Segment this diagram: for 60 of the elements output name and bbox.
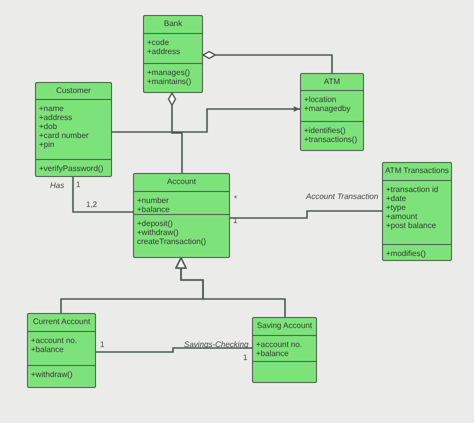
method-text: +withdraw() [31, 370, 73, 379]
attribute-text: +balance [256, 349, 289, 358]
connector [72, 177, 133, 213]
attribute-text: +type [386, 203, 406, 212]
class-name: ATM [324, 77, 340, 86]
connector [168, 92, 183, 173]
attribute-text: +transaction id [386, 185, 438, 194]
attribute-text: +address [147, 47, 180, 56]
connector [175, 257, 286, 317]
class-name: Bank [164, 19, 182, 28]
attribute-text: +card number [39, 131, 89, 140]
method-text: +transactions() [304, 135, 358, 144]
class-box [133, 173, 230, 258]
class-box [300, 73, 364, 151]
class-name: Account [167, 177, 196, 186]
attribute-text: +balance [31, 345, 64, 354]
edge-label: Savings-Checking [184, 340, 248, 349]
class-box [252, 317, 317, 383]
method-text: +verifyPassword() [39, 164, 104, 173]
multiplicity-label: 1 [233, 216, 238, 225]
edge-label: Has [50, 181, 64, 190]
method-text: +deposit() [137, 219, 173, 228]
method-text: +maintains() [147, 77, 192, 86]
method-text: +withdraw() [137, 228, 179, 237]
attribute-text: +name [39, 104, 64, 113]
connector [230, 210, 382, 219]
class-box [27, 313, 96, 388]
class-box [143, 15, 203, 93]
method-text: createTransaction() [137, 237, 206, 246]
attribute-text: +account no. [256, 340, 302, 349]
attribute-text: +amount [386, 212, 418, 221]
attribute-text: +balance [137, 205, 170, 214]
attribute-text: +number [137, 196, 169, 205]
attribute-text: +code [147, 38, 170, 47]
multiplicity-label: * [234, 194, 238, 203]
class-name: Saving Account [256, 321, 312, 330]
attribute-text: +pin [39, 140, 54, 149]
method-text: +manages() [147, 68, 190, 77]
attribute-text: +dob [39, 122, 58, 131]
multiplicity-label: 1,2 [86, 200, 98, 209]
class-box [382, 162, 452, 261]
edge-label: Account Transaction [306, 192, 378, 201]
multiplicity-label: 1 [243, 353, 248, 362]
class-name: Current Account [32, 317, 90, 326]
class-name: ATM Transactions [385, 166, 449, 175]
attribute-text: +address [39, 113, 72, 122]
multiplicity-label: 1 [100, 340, 104, 349]
connector [202, 50, 333, 73]
method-text: +identifies() [304, 126, 346, 135]
method-text: +modifies() [386, 249, 426, 258]
connector [96, 347, 252, 353]
attribute-text: +location [304, 95, 336, 104]
connector [112, 106, 300, 133]
class-name: Customer [56, 86, 91, 95]
attribute-text: +post balance [386, 221, 436, 230]
attribute-text: +date [386, 194, 406, 203]
multiplicity-label: 1 [76, 180, 80, 189]
class-box [35, 82, 112, 177]
attribute-text: +managedby [304, 104, 350, 113]
attribute-text: +account no. [31, 336, 78, 345]
